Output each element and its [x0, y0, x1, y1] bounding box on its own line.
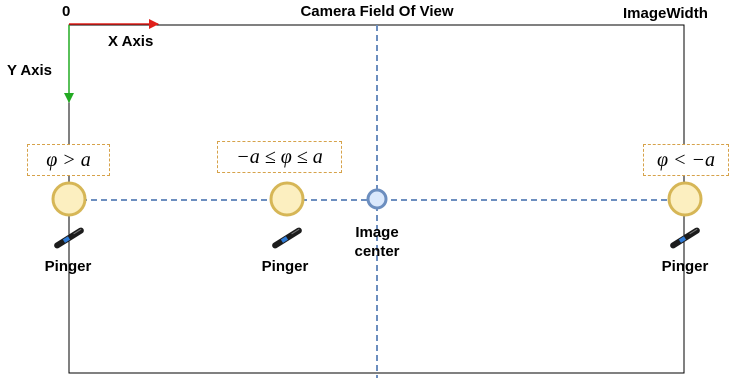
- pinger-label-left: Pinger: [44, 258, 92, 275]
- pinger-label-right: Pinger: [661, 258, 709, 275]
- pinger-device-icon: [54, 227, 84, 249]
- x-axis-label: X Axis: [108, 33, 154, 50]
- pinger-circle-middle: [269, 181, 305, 217]
- condition-box-left: φ > a: [27, 144, 110, 176]
- image-center-marker: [366, 188, 388, 210]
- condition-box-right: φ < −a: [643, 144, 729, 176]
- pinger-device-icon: [272, 227, 302, 249]
- condition-box-middle: −a ≤ φ ≤ a: [217, 141, 342, 173]
- image-center-label: Image center: [354, 223, 399, 261]
- pinger-circle-left: [51, 181, 87, 217]
- diagram-title: Camera Field Of View: [300, 3, 454, 20]
- image-center-label-line2: center: [354, 243, 400, 260]
- pinger-label-middle: Pinger: [261, 258, 309, 275]
- pinger-circle-right: [667, 181, 703, 217]
- pinger-device-icon: [670, 227, 700, 249]
- image-center-label-line1: Image: [355, 224, 399, 241]
- origin-label: 0: [62, 3, 71, 20]
- y-axis-label: Y Axis: [7, 62, 53, 79]
- image-width-label: ImageWidth: [623, 5, 708, 22]
